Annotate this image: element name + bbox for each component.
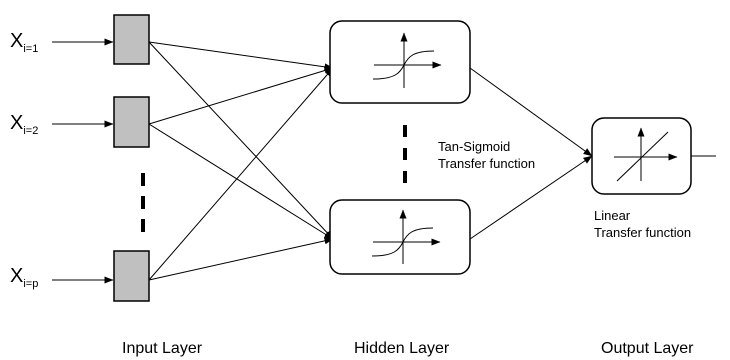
input-label-1: Xi=1 <box>10 30 39 55</box>
output-layer-label: Output Layer <box>601 340 694 357</box>
hidden-neuron-2 <box>329 199 471 275</box>
input-node-1 <box>113 14 150 65</box>
output-neuron <box>591 117 692 195</box>
hidden-transfer-function-label: Tan-Sigmoid Transfer function <box>438 139 536 171</box>
output-transfer-function-label: Linear Transfer function <box>594 208 692 240</box>
hidden-output-connection-1 <box>469 67 593 157</box>
hidden-layer-label: Hidden Layer <box>354 340 450 357</box>
linear-line-icon <box>616 131 669 182</box>
hidden-neuron-1 <box>329 20 471 104</box>
input-hidden-connections <box>148 41 334 281</box>
input-node-p <box>113 250 150 302</box>
tan-sigmoid-curve-icon <box>372 50 435 80</box>
input-label-p: Xi=p <box>10 265 39 290</box>
tan-sigmoid-curve-icon <box>371 227 434 257</box>
input-node-2 <box>113 96 150 148</box>
input-layer-label: Input Layer <box>122 340 203 357</box>
input-label-2: Xi=2 <box>10 112 39 137</box>
hidden-output-connection-2 <box>469 155 593 240</box>
